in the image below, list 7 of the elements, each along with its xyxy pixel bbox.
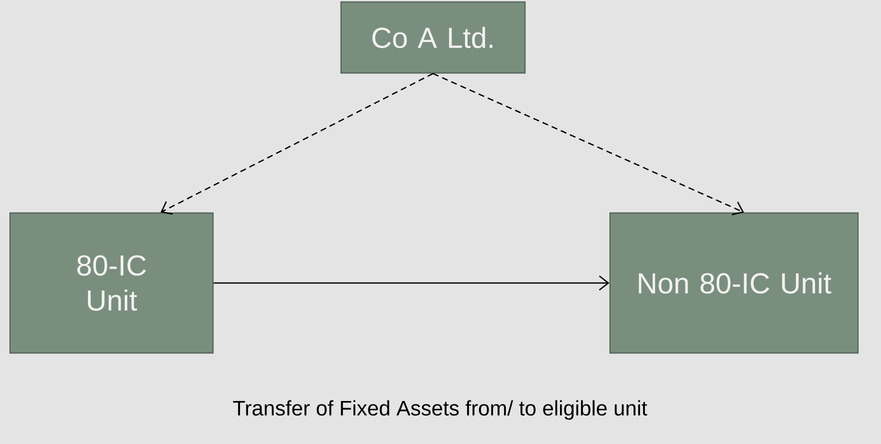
arrow (432, 73, 744, 216)
process-box: 80-IC Unit (9, 212, 214, 354)
arrow (214, 275, 610, 290)
arrow (160, 73, 434, 215)
process-box: Non 80-IC Unit (609, 212, 859, 354)
caption: Transfer of Fixed Assets from/ to eligible unit (233, 400, 648, 420)
process-box: Co A Ltd. (340, 1, 526, 74)
